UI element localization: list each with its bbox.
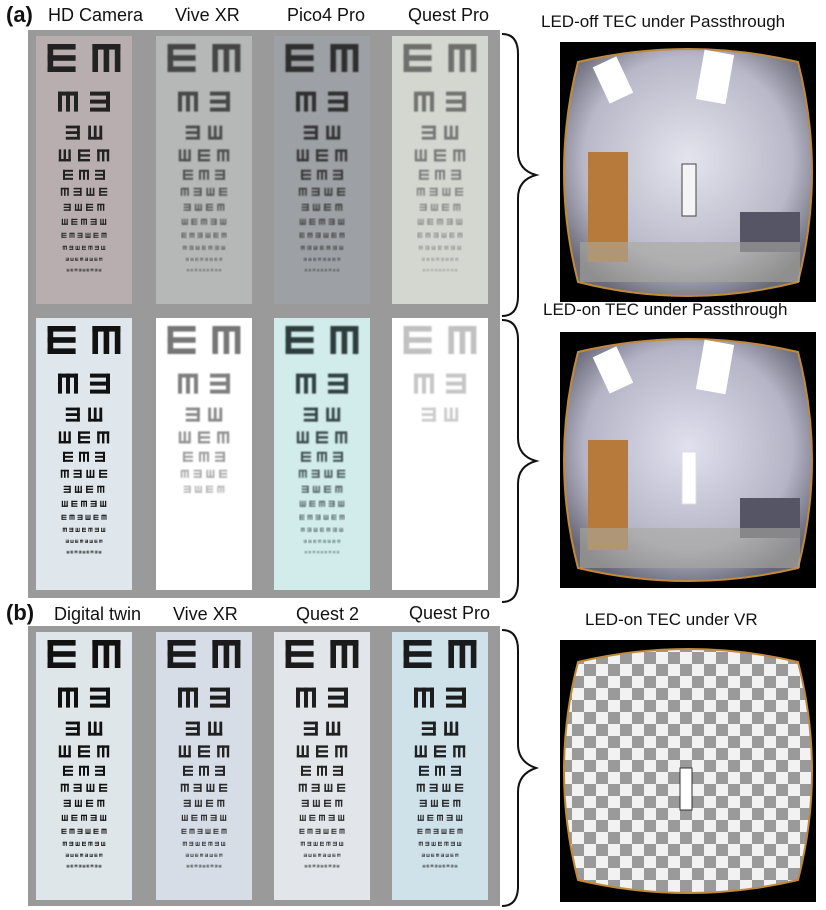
eye-chart-quest-pro-off xyxy=(392,36,488,304)
title-led-on-vr: LED-on TEC under VR xyxy=(585,610,758,629)
brace-a-bottom xyxy=(501,319,540,603)
device-label-hd-camera: HD Camera xyxy=(48,5,144,25)
device-label-quest-pro-b: Quest Pro xyxy=(409,603,491,623)
eye-chart-vive-xr-off xyxy=(156,36,252,304)
title-led-off-passthrough: LED-off TEC under Passthrough xyxy=(541,12,786,31)
eye-chart-hd-camera-off-svg xyxy=(47,44,121,272)
eye-chart-quest-pro-on xyxy=(392,318,488,590)
eye-chart-pico4-off xyxy=(274,36,370,304)
device-label-vive-xr-b: Vive XR xyxy=(173,604,238,624)
eye-chart-vive-xr-off-svg xyxy=(167,44,241,272)
eye-chart-hd-camera-off xyxy=(36,36,132,304)
eye-chart-pico4-on xyxy=(274,318,370,590)
eye-chart-pico4-on-svg xyxy=(285,326,359,554)
eye-chart-quest-pro-on-svg xyxy=(403,326,477,422)
eye-chart-quest-pro-vr xyxy=(392,632,488,900)
photo-led-off-passthrough xyxy=(560,42,816,302)
eye-chart-hd-camera-on-svg xyxy=(47,326,121,554)
panel-b-letter: (b) xyxy=(6,600,35,625)
photo-led-on-passthrough xyxy=(560,332,816,588)
device-label-quest-pro-a: Quest Pro xyxy=(408,5,490,25)
eye-chart-hd-camera-on xyxy=(36,318,132,590)
photo-led-on-vr xyxy=(560,640,816,902)
title-led-on-passthrough: LED-on TEC under Passthrough xyxy=(543,300,788,319)
eye-chart-quest-pro-off-svg xyxy=(403,44,477,272)
panel-a-letter: (a) xyxy=(6,2,33,27)
eye-chart-vive-xr-on-svg xyxy=(167,326,241,493)
eye-chart-quest-2-vr xyxy=(274,632,370,900)
eye-chart-quest-2-vr-svg xyxy=(285,640,359,868)
eye-chart-pico4-off-svg xyxy=(285,44,359,272)
device-label-vive-xr-a: Vive XR xyxy=(175,5,240,25)
eye-chart-vive-xr-on xyxy=(156,318,252,590)
eye-chart-quest-pro-vr-svg xyxy=(403,640,477,868)
device-label-digital-twin: Digital twin xyxy=(54,604,142,624)
brace-a-top xyxy=(501,33,540,317)
device-label-quest-2: Quest 2 xyxy=(296,604,360,624)
eye-chart-vive-xr-vr-svg xyxy=(167,640,241,868)
device-label-pico4-pro: Pico4 Pro xyxy=(287,5,366,25)
eye-chart-vive-xr-vr xyxy=(156,632,252,900)
eye-chart-digital-twin-svg xyxy=(47,640,121,868)
eye-chart-digital-twin xyxy=(36,632,132,900)
brace-b xyxy=(501,629,540,907)
